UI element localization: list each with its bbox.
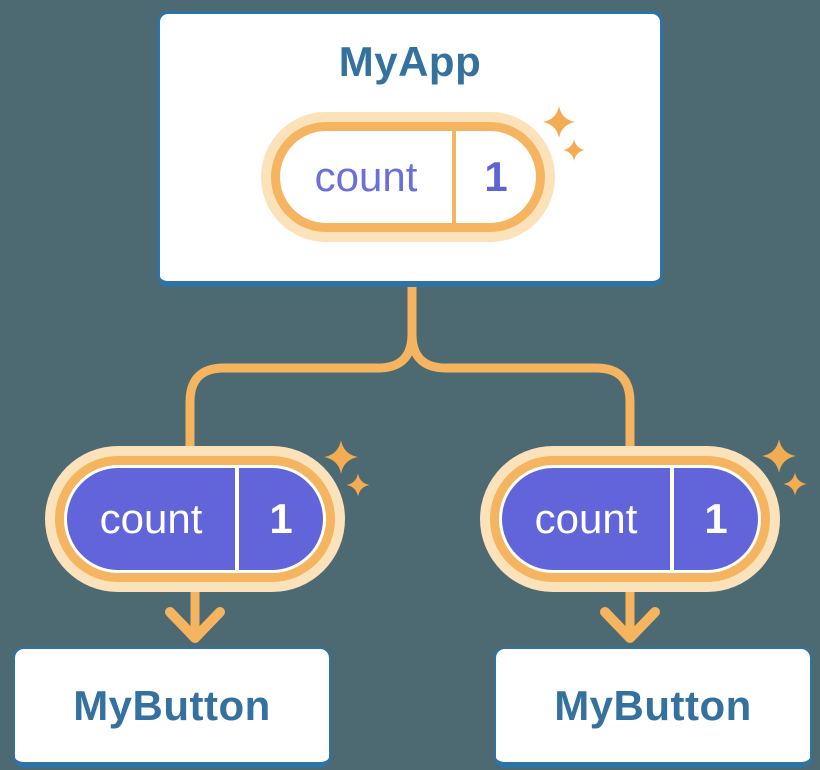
state-pill-ring: count 1 bbox=[271, 122, 545, 232]
component-title: MyButton bbox=[554, 681, 752, 729]
state-pill-child-left: count 1 bbox=[45, 446, 345, 592]
connector-branch-right bbox=[407, 282, 635, 462]
state-value: 1 bbox=[484, 153, 508, 200]
pill-divider bbox=[452, 131, 456, 223]
sparkle-icon bbox=[762, 439, 796, 473]
component-card-child-right: MyButton bbox=[494, 647, 812, 768]
state-pill-ring: count 1 bbox=[490, 456, 770, 582]
state-name-label: count bbox=[99, 495, 203, 542]
pill-divider bbox=[670, 468, 674, 570]
state-value: 1 bbox=[704, 495, 728, 542]
state-pill-fill: count 1 bbox=[502, 468, 758, 570]
component-title: MyApp bbox=[338, 38, 482, 85]
sparkle-icon bbox=[324, 440, 358, 474]
connector-branch-left bbox=[185, 282, 417, 462]
state-value: 1 bbox=[269, 495, 293, 542]
component-card-child-left: MyButton bbox=[13, 647, 331, 768]
state-pill-fill: count 1 bbox=[67, 468, 323, 570]
state-pill-child-right: count 1 bbox=[480, 446, 780, 592]
component-title: MyButton bbox=[73, 681, 271, 729]
sparkle-icon bbox=[346, 473, 370, 497]
arrow-down-icon bbox=[165, 607, 225, 643]
sparkle-icon bbox=[783, 472, 807, 496]
arrow-down-icon bbox=[600, 607, 660, 643]
pill-divider bbox=[235, 468, 239, 570]
state-name-label: count bbox=[314, 153, 418, 200]
state-pill-root: count 1 bbox=[261, 112, 555, 242]
state-pill-ring: count 1 bbox=[55, 456, 335, 582]
state-name-label: count bbox=[534, 495, 638, 542]
